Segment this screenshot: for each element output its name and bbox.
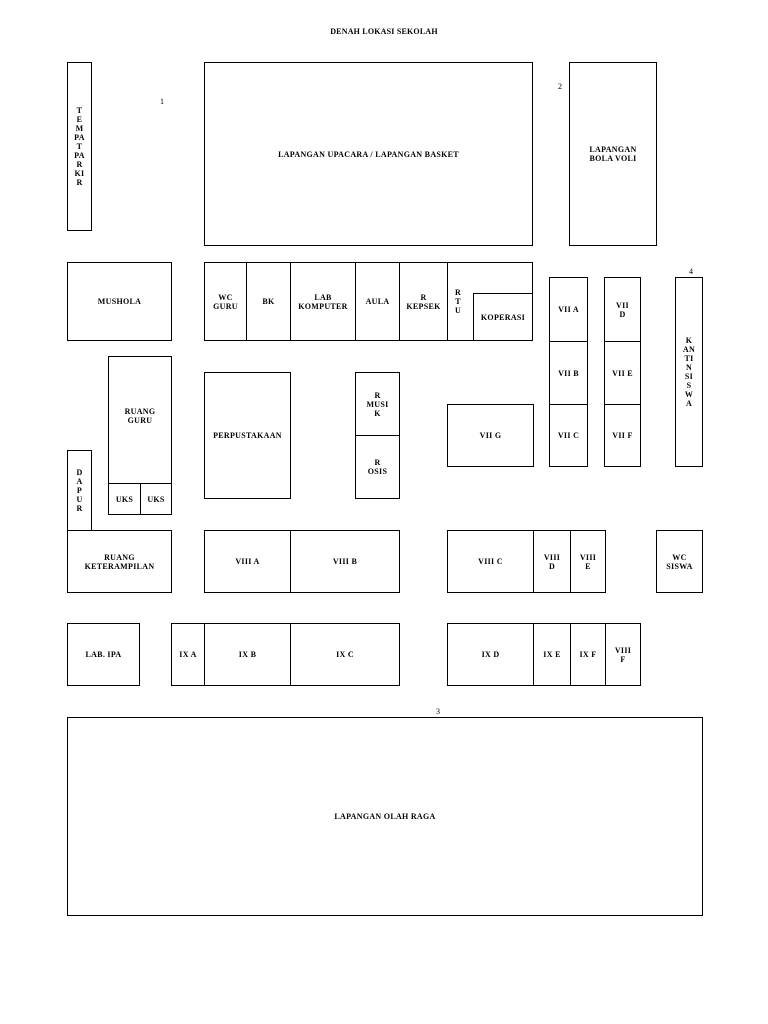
room-lapangan-olah-raga: LAPANGAN OLAH RAGA [67, 717, 703, 916]
room-uks-2: UKS [140, 483, 172, 515]
room-ix-b: IX B [204, 623, 291, 686]
room-lapangan-bola-voli: LAPANGAN BOLA VOLI [569, 62, 657, 246]
room-ix-e: IX E [533, 623, 571, 686]
room-r-kepsek: R KEPSEK [399, 262, 448, 341]
room-kantin-siswa: K AN TI N SI S W A [675, 277, 703, 467]
room-ruang-keterampilan: RUANG KETERAMPILAN [67, 530, 172, 593]
room-wc-siswa: WC SISWA [656, 530, 703, 593]
marker-3: 3 [436, 707, 440, 716]
room-mushola: MUSHOLA [67, 262, 172, 341]
room-vii-a: VII A [549, 277, 588, 342]
room-perpustakaan: PERPUSTAKAAN [204, 372, 291, 499]
room-viii-d: VIII D [533, 530, 571, 593]
marker-4: 4 [689, 267, 693, 276]
room-ix-f: IX F [570, 623, 606, 686]
room-koperasi: KOPERASI [473, 293, 533, 341]
room-lab-ipa: LAB. IPA [67, 623, 140, 686]
room-ix-c: IX C [290, 623, 400, 686]
room-vii-c: VII C [549, 404, 588, 467]
room-viii-e: VIII E [570, 530, 606, 593]
page-title: DENAH LOKASI SEKOLAH [330, 27, 438, 36]
room-bk: BK [246, 262, 291, 341]
room-ix-d: IX D [447, 623, 534, 686]
room-vii-g: VII G [447, 404, 534, 467]
marker-2: 2 [558, 82, 562, 91]
room-lab-komputer: LAB KOMPUTER [290, 262, 356, 341]
room-viii-a: VIII A [204, 530, 291, 593]
room-r-osis: R OSIS [355, 435, 400, 499]
room-ix-a: IX A [171, 623, 205, 686]
room-wc-guru: WC GURU [204, 262, 247, 341]
marker-1: 1 [160, 97, 164, 106]
room-vii-f: VII F [604, 404, 641, 467]
room-viii-b: VIII B [290, 530, 400, 593]
room-r-musik: R MUSI K [355, 372, 400, 436]
room-vii-d: VII D [604, 277, 641, 342]
room-aula: AULA [355, 262, 400, 341]
room-lapangan-upacara: LAPANGAN UPACARA / LAPANGAN BASKET [204, 62, 533, 246]
room-ruang-guru: RUANG GURU [108, 356, 172, 484]
room-tempat-parkir: T E M PA T PA R KI R [67, 62, 92, 231]
room-dapur: D A P U R [67, 450, 92, 531]
room-uks-1: UKS [108, 483, 141, 515]
room-vii-b: VII B [549, 341, 588, 405]
room-vii-e: VII E [604, 341, 641, 405]
room-viii-c: VIII C [447, 530, 534, 593]
room-viii-f: VIII F [605, 623, 641, 686]
